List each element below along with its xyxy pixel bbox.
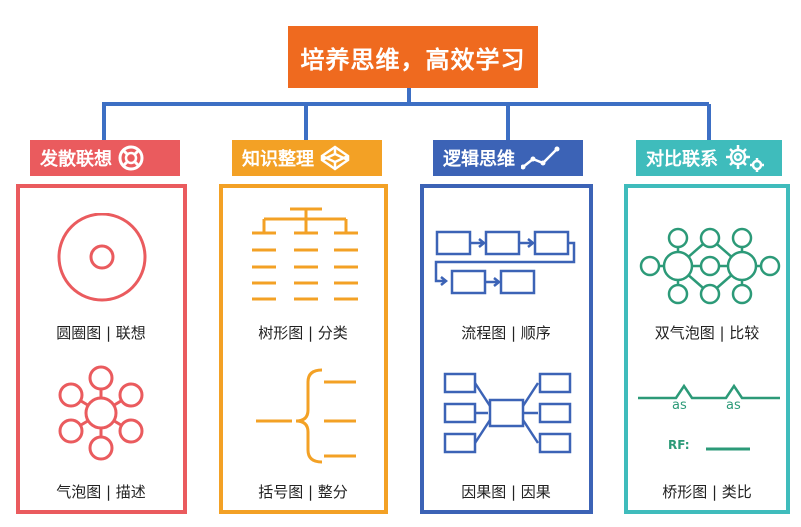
label-tree-map: 树形图 | 分类 <box>258 324 348 342</box>
header-knowledge: 知识整理 <box>232 140 382 176</box>
bridge-map-graphic <box>638 383 780 400</box>
tree-map-graphic <box>252 207 358 301</box>
bridge-as-1: as <box>672 398 687 413</box>
header-logic-label: 逻辑思维 <box>443 149 515 170</box>
header-knowledge-label: 知识整理 <box>242 149 314 170</box>
multi-flow-map-graphic <box>443 372 572 454</box>
main-title: 培养思维，高效学习 <box>288 26 538 88</box>
bridge-as-2: as <box>726 398 741 413</box>
codepen-cube-icon <box>320 145 350 171</box>
bridge-rf-line <box>706 447 750 451</box>
panel-knowledge <box>219 184 388 514</box>
gears-icon <box>726 145 764 172</box>
header-compare-label: 对比联系 <box>646 149 718 170</box>
header-divergent: 发散联想 <box>30 140 180 176</box>
lifebuoy-icon <box>118 145 144 171</box>
label-bridge-map: 桥形图 | 类比 <box>662 483 752 501</box>
label-double-bubble-map: 双气泡图 | 比较 <box>654 324 760 342</box>
bubble-map-graphic <box>58 365 144 461</box>
brace-map-graphic <box>256 368 356 464</box>
label-brace-map: 括号图 | 整分 <box>258 483 348 501</box>
label-flow-map: 流程图 | 顺序 <box>461 324 551 342</box>
header-logic: 逻辑思维 <box>433 140 583 176</box>
bridge-rf-label: RF: <box>668 438 690 452</box>
header-compare: 对比联系 <box>636 140 782 176</box>
circle-map-graphic <box>57 213 147 302</box>
panel-logic <box>420 184 593 514</box>
header-divergent-label: 发散联想 <box>40 149 112 170</box>
label-circle-map: 圆圈图 | 联想 <box>56 324 146 342</box>
label-bubble-map: 气泡图 | 描述 <box>56 483 146 501</box>
double-bubble-map-graphic <box>639 227 781 305</box>
line-chart-icon <box>521 146 560 170</box>
flow-map-graphic <box>434 230 576 295</box>
label-multi-flow-map: 因果图 | 因果 <box>461 483 551 501</box>
